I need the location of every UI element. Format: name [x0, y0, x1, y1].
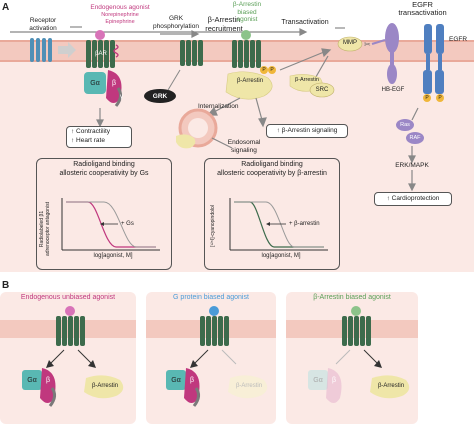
chart-left-plot [61, 198, 160, 251]
erk-mapk-label: ERK/MAPK [395, 162, 429, 169]
bar-label: βAR [95, 51, 107, 57]
receptor-activation-label: Receptor activation [29, 17, 57, 32]
chart-right-plot [229, 198, 328, 251]
chart-left-xlabel: log[agonist, M] [93, 253, 133, 259]
chart-left-annotation: + Gs [121, 221, 134, 227]
b3-galpha: Gα [313, 377, 323, 384]
b1-beta: β [46, 377, 51, 384]
grk-phosphorylation-label: GRK phosphorylation [153, 15, 199, 30]
ras-label: Ras [400, 122, 410, 128]
barrestin-recruitment-label: β-Arrestin recruitment [205, 15, 243, 33]
egfr-transactivation-label: EGFR transactivation [398, 0, 447, 17]
p-label-3: P [425, 95, 429, 101]
endogenous-agonist-label: Endogenous agonist [90, 4, 150, 11]
p-label-4: P [438, 95, 442, 101]
gamma-label: γ [120, 94, 123, 100]
grk-label: GRK [152, 93, 168, 100]
b2-barrestin: β-Arrestin [235, 383, 263, 389]
epinephrine-label: Epinephrine [105, 19, 135, 25]
barrestin-label-2: β-Arrestin [295, 77, 319, 83]
b3-barrestin: β-Arrestin [377, 383, 405, 389]
norepinephrine-label: Norepinephrine [101, 12, 139, 18]
contractility-box: ↑ Contractility ↑ Heart rate [66, 126, 132, 148]
chart-right-title: Radioligand binding allosteric cooperati… [217, 161, 327, 177]
svg-text:✂: ✂ [364, 40, 371, 49]
raf-label: RAF [409, 135, 421, 141]
galpha-label: Gα [90, 80, 100, 87]
inactive-receptor [30, 38, 52, 62]
chart-right-annotation: + β-arrestin [289, 221, 320, 227]
chart-right-box: Radioligand binding allosteric cooperati… [204, 158, 340, 270]
b2-galpha: Gα [171, 377, 181, 384]
chart-right-xlabel: log[agonist, M] [261, 253, 301, 259]
mmp-label: MMP [343, 40, 357, 46]
panel-label-a: A [2, 2, 10, 13]
internalization-label: Internalization [198, 103, 239, 110]
b1-barrestin: β-Arrestin [91, 383, 119, 389]
b2-beta: β [190, 377, 195, 384]
p-label-1: P [262, 67, 266, 73]
chart-left-box: Radioligand binding allosteric cooperati… [36, 158, 172, 270]
p-label-2: P [270, 67, 274, 73]
b1-title: Endogenous unbiased agonist [20, 294, 116, 301]
hb-egf-label: HB-EGF [381, 87, 405, 93]
transactivation-label: Transactivation [281, 19, 329, 26]
src-label: SRC [315, 87, 329, 93]
beta-label: β [112, 80, 117, 87]
barrestin-label: β-Arrestin [236, 78, 264, 84]
b3-beta: β [332, 377, 337, 384]
panel-label-b: B [2, 280, 10, 291]
b3-title: β-Arrestin biased agonist [313, 294, 391, 301]
b1-galpha: Gα [27, 377, 37, 384]
chart-left-title: Radioligand binding allosteric cooperati… [59, 161, 149, 177]
b2-title: G protein biased agonist [173, 294, 249, 301]
barrestin-biased-agonist-label: β-Arrestin biased agonist [232, 1, 262, 23]
egfr-label: EGFR [449, 36, 468, 43]
barrestin-signaling-box: ↑ β-Arrestin signaling [266, 124, 348, 138]
cardioprotection-box: ↑ Cardioprotection [374, 192, 452, 206]
endosomal-signaling-label: Endosomal signaling [227, 139, 261, 154]
